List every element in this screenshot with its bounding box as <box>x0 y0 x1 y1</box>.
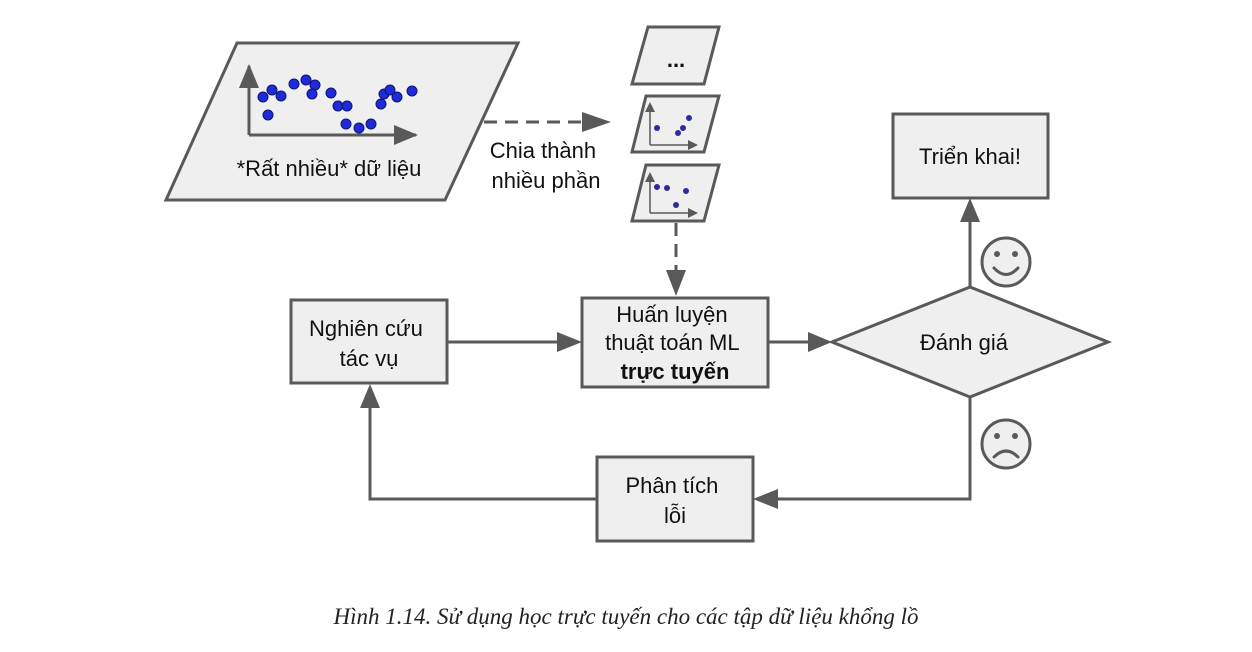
sad-face-icon <box>980 418 1032 470</box>
research-to-train-arrow <box>447 332 582 352</box>
split-label: Chia thành nhiều phần <box>490 138 603 193</box>
analyze-errors-box <box>595 455 755 543</box>
research-task-line-1: Nghiên cứu <box>309 316 423 341</box>
chunk-ellipsis-label: ... <box>667 47 685 72</box>
train-online-label: Huấn luyện thuật toán ML trực tuyến <box>605 302 745 384</box>
deploy-node: Triển khai! <box>891 112 1050 200</box>
train-online-line-3: trực tuyến <box>621 359 730 384</box>
figure-caption: Hình 1.14. Sử dụng học trực tuyến cho cá… <box>333 604 919 629</box>
evaluate-diamond <box>827 285 1113 399</box>
chunk-2-plot-icon <box>645 172 698 218</box>
split-label-line-1: Chia thành <box>490 138 596 163</box>
train-online-line-1: Huấn luyện <box>616 302 727 327</box>
chunk-ellipsis: ... <box>630 25 721 86</box>
big-data-label: *Rất nhiều* dữ liệu <box>237 156 422 181</box>
happy-face-icon <box>980 236 1032 288</box>
analyze-to-research-arrow <box>360 384 597 501</box>
analyze-errors-node: Phân tích lỗi <box>595 455 755 543</box>
chunk-to-train-arrow <box>666 223 686 296</box>
chunk-1-plot-icon <box>645 102 698 150</box>
train-online-node: Huấn luyện thuật toán ML trực tuyến <box>580 296 770 389</box>
chunk-2 <box>630 163 721 223</box>
evaluate-node: Đánh giá <box>827 285 1113 399</box>
train-to-evaluate-arrow <box>768 332 832 352</box>
scatter-plot-icon <box>239 64 418 145</box>
analyze-errors-line-1: Phân tích <box>625 473 718 498</box>
deploy-label: Triển khai! <box>919 144 1021 169</box>
train-online-line-2: thuật toán ML <box>605 330 739 355</box>
chunk-1 <box>630 94 721 154</box>
train-online-box <box>580 296 770 389</box>
evaluate-to-analyze-arrow <box>753 397 972 509</box>
research-task-line-2: tác vụ <box>340 346 399 371</box>
evaluate-label: Đánh giá <box>920 330 1009 355</box>
deploy-box <box>891 112 1050 200</box>
research-task-node: Nghiên cứu tác vụ <box>289 298 449 385</box>
research-task-label: Nghiên cứu tác vụ <box>309 316 429 371</box>
split-arrow <box>484 112 611 132</box>
split-label-line-2: nhiều phần <box>492 168 601 193</box>
analyze-errors-label: Phân tích lỗi <box>625 473 724 528</box>
analyze-errors-line-2: lỗi <box>664 503 686 528</box>
data-chunks: ... <box>630 25 721 223</box>
big-data-node: *Rất nhiều* dữ liệu <box>163 41 521 202</box>
evaluate-to-deploy-arrow <box>960 198 980 287</box>
